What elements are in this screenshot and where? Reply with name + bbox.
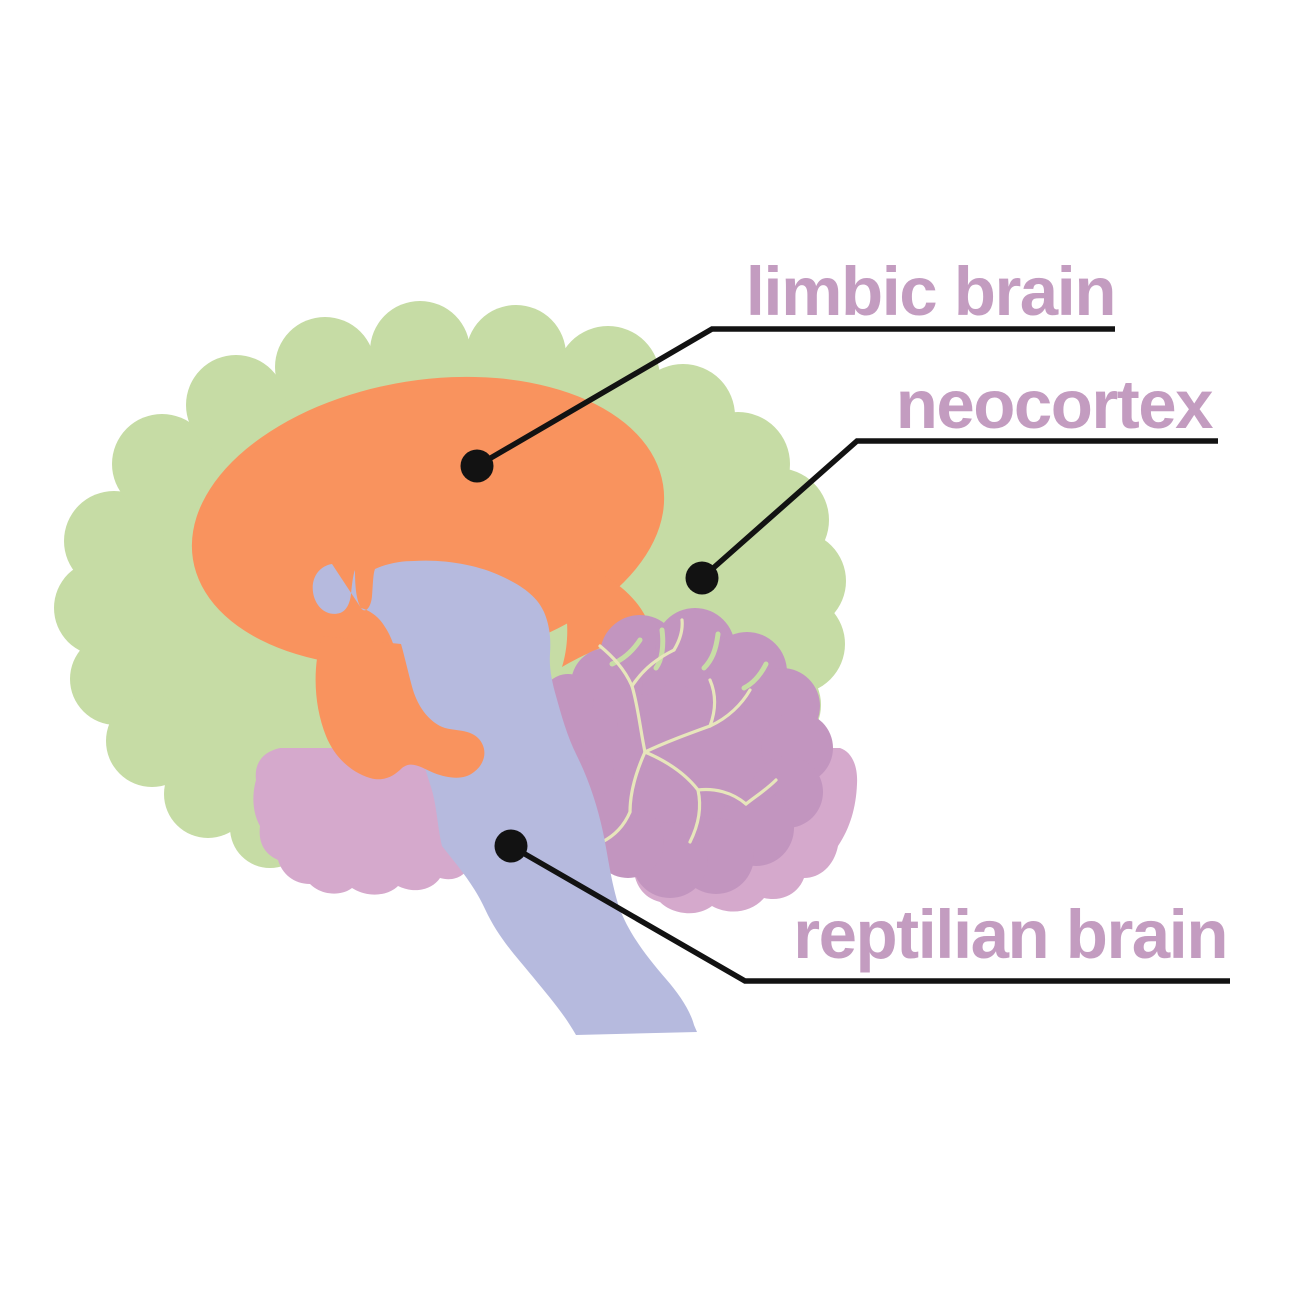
cerebellum-veins (598, 618, 778, 844)
label-reptilian-brain: reptilian brain (793, 896, 1227, 973)
marker-dot-neocortex (685, 561, 719, 595)
limbic-region (191, 376, 665, 668)
leader-line-limbic (475, 326, 1115, 469)
cerebellum-lobe-gaps (609, 627, 769, 691)
limbic-lower-foot (315, 636, 485, 780)
label-limbic-brain: limbic brain (746, 253, 1115, 330)
marker-dots (460, 449, 719, 863)
marker-dot-limbic (460, 449, 494, 483)
marker-dot-reptilian (494, 829, 528, 863)
leader-line-reptilian (509, 843, 1230, 984)
label-neocortex: neocortex (896, 366, 1213, 443)
leader-line-neocortex (700, 438, 1218, 581)
leader-lines (475, 326, 1230, 984)
limbic-tail (560, 560, 655, 667)
region-labels: limbic brain neocortex reptilian brain (746, 253, 1229, 973)
cerebellum-region (536, 608, 833, 898)
